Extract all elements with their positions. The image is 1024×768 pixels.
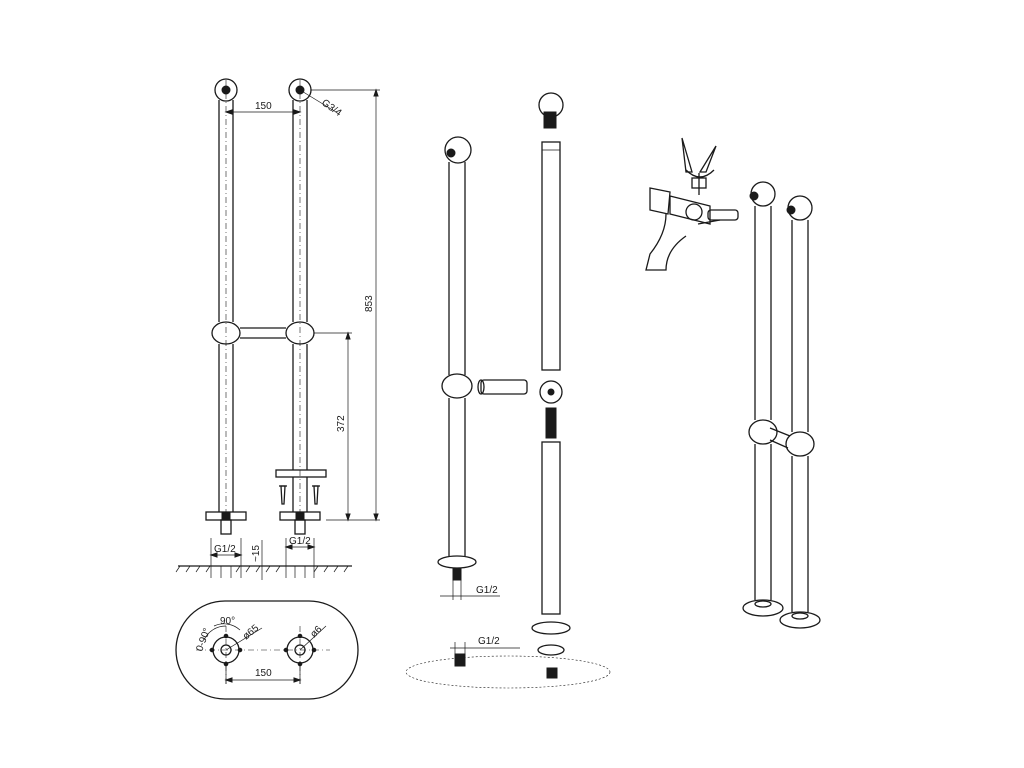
cross-bar	[240, 327, 286, 339]
exploded-left-elbow-inlet	[446, 148, 456, 158]
exploded-tee-center	[547, 388, 555, 396]
dim-mid-height: 372	[314, 331, 352, 522]
dim-recess: ~15	[251, 540, 263, 580]
perspective-left-pipe	[754, 206, 772, 600]
exploded-left-coupling	[441, 373, 473, 399]
perspective-left-elbow-inlet	[749, 191, 759, 201]
front-elevation-view: 150 G3/4 853 372	[175, 78, 380, 580]
perspective-right-coupling	[785, 431, 815, 457]
plan-screw-hole	[237, 647, 243, 653]
plan-screw-hole	[283, 647, 289, 653]
screw-right	[312, 485, 320, 505]
exploded-view: G1/2 G1/2	[405, 92, 611, 689]
dim-label-g12-plate: G1/2	[478, 636, 500, 647]
dia-leader	[225, 627, 263, 651]
exploded-left-flange	[437, 555, 477, 569]
plan-outline	[175, 600, 359, 700]
exploded-right-upper-pipe	[541, 141, 561, 371]
right-floor-flange-detached	[275, 469, 327, 478]
perspective-left-flange	[742, 599, 784, 617]
dim-thread-left: G1/2	[209, 538, 243, 578]
perspective-view	[645, 137, 821, 629]
exploded-right-base	[537, 644, 565, 656]
dim-label-g12-right: G1/2	[289, 536, 311, 547]
angle-arc-0-90	[203, 625, 227, 641]
dim-label-372: 372	[336, 415, 347, 432]
left-mid-coupling	[211, 321, 241, 345]
perspective-left-coupling	[748, 419, 778, 445]
dim-label-853: 853	[364, 295, 375, 312]
dim-label-150-top: 150	[255, 101, 272, 112]
exploded-floor-connector-left	[454, 653, 466, 667]
dim-label-g34: G3/4	[319, 97, 343, 119]
exploded-right-flange	[531, 621, 571, 635]
perspective-right-flange	[779, 611, 821, 629]
perspective-crossbar	[769, 427, 791, 449]
dim-total-height: 853	[311, 88, 380, 522]
floor-line	[175, 565, 352, 573]
right-standpipe	[292, 80, 308, 520]
right-flange-nut	[295, 511, 305, 521]
perspective-right-flange-collar	[791, 612, 809, 620]
exploded-tee-joint	[539, 380, 563, 404]
exploded-right-lower-pipe	[541, 441, 561, 615]
plan-screw-hole	[297, 633, 303, 639]
left-standpipe	[218, 80, 234, 520]
mixer-tap	[645, 137, 739, 271]
dim-pipe-spacing-top: 150	[224, 101, 302, 115]
plan-view: 0-90° 90° ø65 ø6 150	[175, 600, 359, 700]
dim-label-g12-mid: G1/2	[476, 585, 498, 596]
exploded-right-nut	[543, 111, 557, 129]
dim-label-6: ø6	[308, 624, 324, 640]
perspective-right-pipe	[791, 220, 809, 612]
dim-label-150-plan: 150	[255, 668, 272, 679]
exploded-left-pipe	[448, 162, 466, 556]
exploded-right-threaded-section	[545, 407, 557, 439]
plan-screw-hole	[311, 647, 317, 653]
screw-left	[279, 485, 287, 505]
dim-label-g12-left: G1/2	[214, 544, 236, 555]
dim-label-recess: ~15	[251, 545, 262, 562]
perspective-left-flange-collar	[754, 600, 772, 608]
exploded-crossbar	[477, 379, 528, 395]
small-hole-leader	[299, 625, 327, 651]
perspective-right-elbow-inlet	[786, 205, 796, 215]
left-thread-connector	[220, 519, 232, 535]
left-flange-nut	[221, 511, 231, 521]
exploded-floor-connector-right	[546, 667, 558, 679]
dim-label-90: 90°	[220, 616, 235, 627]
angle-arc-90	[213, 623, 241, 631]
exploded-left-elbow	[444, 136, 472, 164]
left-top-elbow	[214, 78, 238, 102]
exploded-left-thread	[452, 567, 462, 581]
plan-screw-hole	[223, 633, 229, 639]
right-thread-connector	[294, 519, 306, 535]
dim-thread-right: G1/2	[284, 536, 316, 578]
exploded-floor-plate	[405, 655, 611, 689]
plan-screw-hole	[209, 647, 215, 653]
